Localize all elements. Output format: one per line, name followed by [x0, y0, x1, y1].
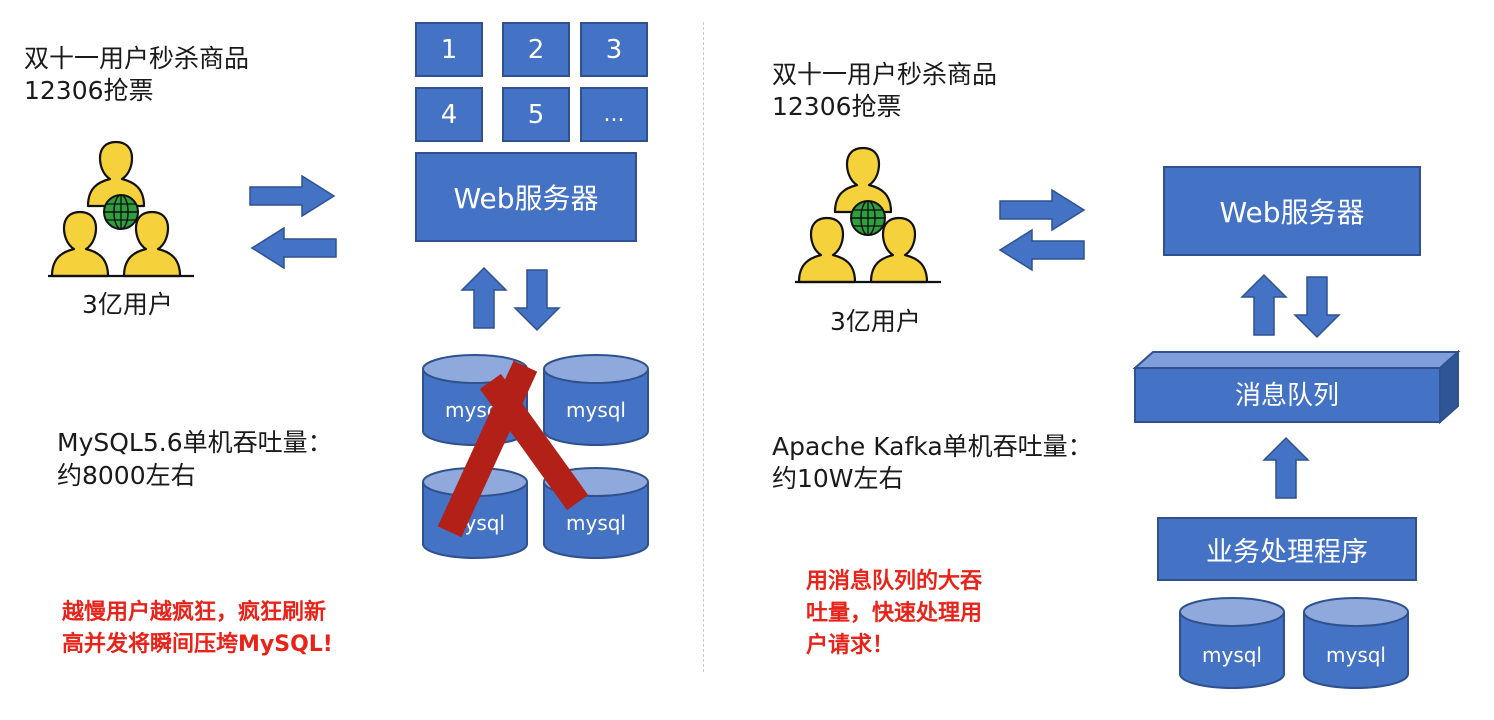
server-cell-label: ... — [603, 102, 625, 127]
section-divider — [703, 22, 704, 672]
left-users-label: 3亿用户 — [82, 290, 173, 319]
server-cell-label: 2 — [527, 34, 545, 65]
left-scenario-line2: 12306抢票 — [24, 76, 154, 105]
db-label: mysql — [1202, 643, 1262, 667]
right-users-icon — [795, 148, 941, 282]
right-response-arrow — [999, 229, 1085, 271]
server-cell-label: 1 — [440, 34, 458, 65]
web-server-label: Web服务器 — [453, 182, 599, 215]
server-cell-4: 4 — [415, 87, 483, 142]
right-db-2: mysql — [1303, 597, 1409, 689]
server-cell-label: 5 — [527, 99, 545, 130]
left-warning-line1: 越慢用户越疯狂，疯狂刷新 — [62, 600, 327, 625]
web-server-label: Web服务器 — [1219, 196, 1365, 229]
db-label: mysql — [1326, 643, 1386, 667]
left-users-icon — [48, 142, 194, 276]
left-request-arrow — [249, 175, 335, 217]
right-queue-down-arrow — [1294, 276, 1340, 338]
message-queue-label: 消息队列 — [1235, 381, 1339, 411]
right-db-1: mysql — [1179, 597, 1285, 689]
failure-cross-icon — [437, 360, 589, 538]
left-db-up-arrow — [461, 267, 507, 329]
right-queue-up-arrow — [1241, 274, 1287, 336]
left-response-arrow — [251, 227, 337, 269]
db-label: mysql — [566, 398, 626, 422]
server-cell-3: 3 — [580, 22, 648, 77]
left-web-server: Web服务器 — [415, 152, 637, 242]
left-throughput-line2: 约8000左右 — [57, 461, 196, 490]
left-throughput-line1: MySQL5.6单机吞吐量： — [57, 428, 333, 457]
left-scenario-line1: 双十一用户秒杀商品 — [24, 44, 250, 73]
left-db-4: mysql — [543, 467, 649, 559]
business-processor: 业务处理程序 — [1157, 517, 1417, 581]
right-throughput-line1: Apache Kafka单机吞吐量： — [772, 432, 1093, 461]
server-cell-label: 4 — [440, 99, 458, 130]
right-request-arrow — [999, 189, 1085, 231]
server-cell-label: 3 — [605, 34, 623, 65]
right-users-label: 3亿用户 — [830, 307, 921, 336]
business-processor-label: 业务处理程序 — [1206, 536, 1368, 568]
server-cell-2: 2 — [502, 22, 570, 77]
db-label: mysql — [566, 511, 626, 535]
right-throughput-line2: 约10W左右 — [772, 464, 904, 493]
right-conclusion-line3: 户请求！ — [806, 633, 895, 658]
left-db-2: mysql — [543, 354, 649, 446]
right-conclusion-line2: 吐量，快速处理用 — [806, 601, 983, 626]
left-db-down-arrow — [514, 269, 560, 331]
server-cell-5: 5 — [502, 87, 570, 142]
right-web-server: Web服务器 — [1163, 166, 1421, 256]
right-conclusion-line1: 用消息队列的大吞 — [806, 569, 983, 594]
message-queue: 消息队列 — [1132, 349, 1461, 425]
server-cell-more: ... — [580, 87, 648, 142]
right-scenario-line2: 12306抢票 — [772, 92, 902, 121]
left-warning-line2: 高并发将瞬间压垮MySQL! — [62, 632, 333, 657]
right-scenario-line1: 双十一用户秒杀商品 — [772, 60, 998, 89]
server-cell-1: 1 — [415, 22, 483, 77]
right-processor-up-arrow — [1263, 437, 1309, 499]
